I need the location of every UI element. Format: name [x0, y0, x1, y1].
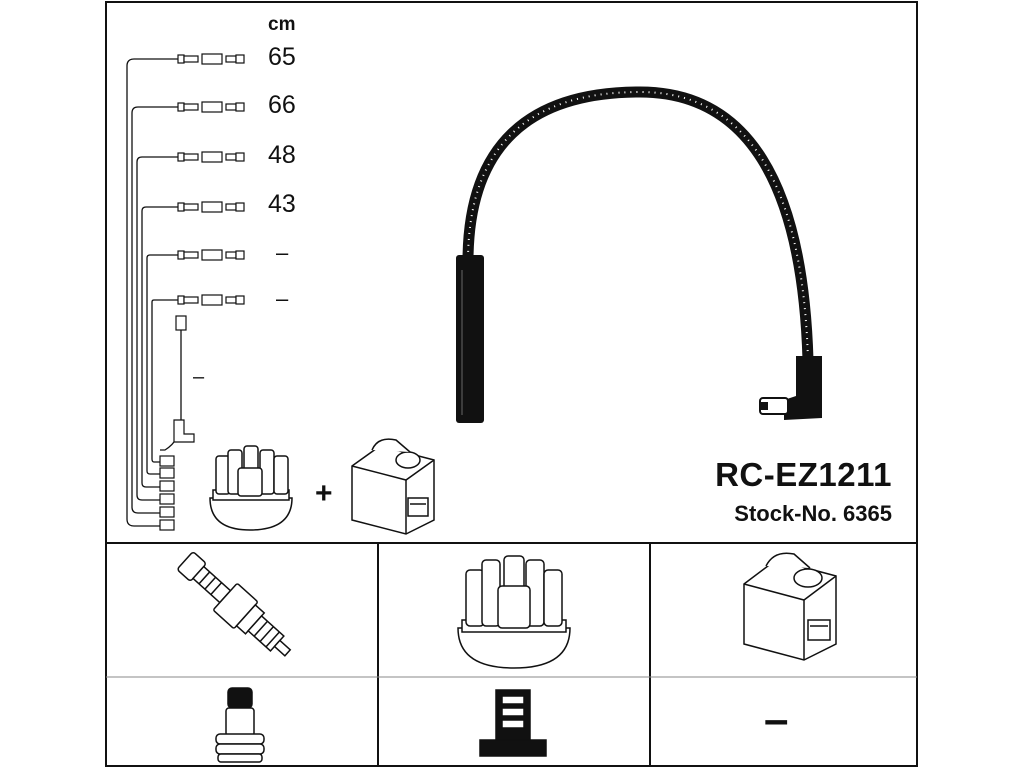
coil-lead-length: –: [193, 366, 205, 388]
terminal-row-2: [177, 101, 245, 113]
bundle-connectors: [159, 455, 175, 531]
cable-terminals: [159, 53, 245, 531]
distributor-cap-small-icon: [209, 445, 293, 531]
cable-set-schematic: [126, 58, 182, 527]
coil-lead-top-terminal: [175, 315, 187, 331]
unit-label: cm: [268, 14, 296, 35]
distributor-connector-icon: [479, 689, 547, 757]
frame-lines: [105, 1, 918, 767]
model-number: RC-EZ1211: [715, 456, 892, 493]
terminal-row-5: [177, 249, 245, 261]
cable-length-2: 66: [268, 91, 296, 119]
spark-plug-boot-icon: [215, 687, 265, 763]
spark-plug-icon: [177, 552, 292, 657]
terminal-row-6: [177, 294, 245, 306]
cable-length-3: 48: [268, 141, 296, 169]
coil-lead-bottom-terminal: [173, 419, 195, 443]
stock-number: Stock-No. 6365: [734, 501, 892, 526]
plus-sign: +: [315, 477, 333, 510]
cable-length-1: 65: [268, 43, 296, 71]
no-terminal-dash: –: [764, 695, 789, 744]
terminal-row-3: [177, 151, 245, 163]
cable-length-4: 43: [268, 190, 296, 218]
cable-length-5: –: [276, 240, 289, 265]
distributor-cap-large-icon: [457, 555, 571, 669]
ignition-coil-small-icon: [351, 438, 435, 535]
ignition-coil-large-icon: [743, 552, 837, 661]
ignition-cable-large-icon: [456, 86, 822, 423]
cable-length-6: –: [276, 286, 289, 311]
outer-frame: [105, 1, 918, 767]
terminal-row-4: [177, 201, 245, 213]
terminal-row-1: [177, 53, 245, 65]
